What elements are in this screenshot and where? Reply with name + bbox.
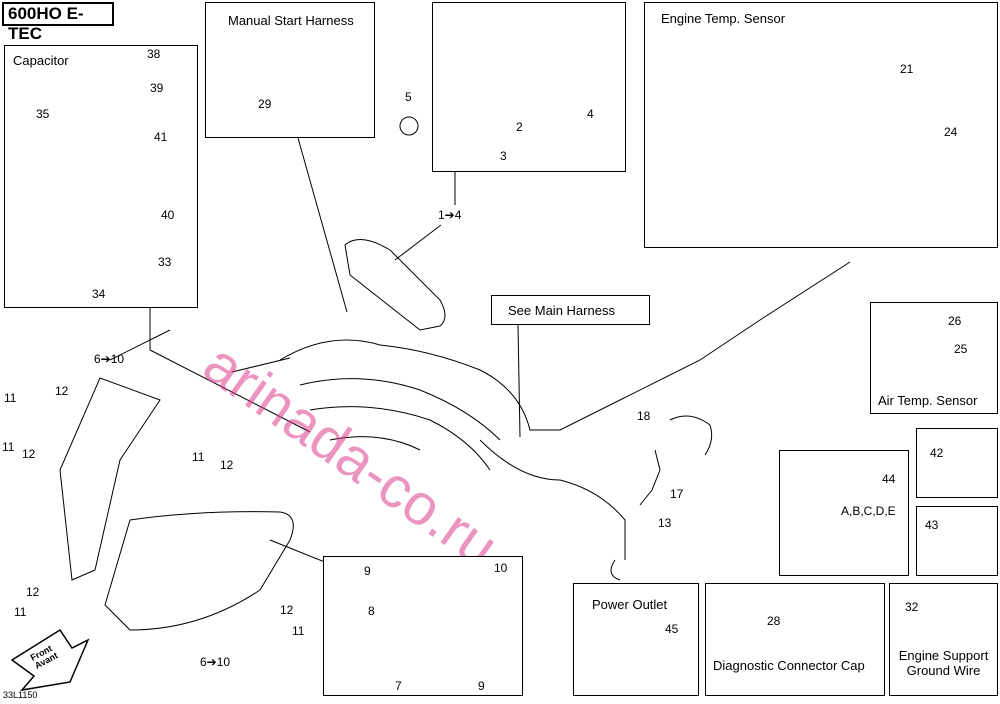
callout-26: 26 — [948, 314, 962, 328]
grease-box — [779, 450, 909, 576]
callout-6-10-top: 6➔10 — [94, 352, 125, 366]
air-temp-box: Air Temp. Sensor — [870, 302, 998, 414]
air-temp-label: Air Temp. Sensor — [878, 393, 978, 408]
callout-12-a: 12 — [55, 384, 69, 398]
callout-11-a: 11 — [4, 391, 17, 405]
callout-32: 32 — [905, 600, 919, 614]
callout-41: 41 — [154, 130, 168, 144]
callout-44: 44 — [882, 472, 896, 486]
ground-wire-box: Engine Support Ground Wire — [889, 583, 998, 696]
callout-38: 38 — [147, 47, 161, 61]
callout-45: 45 — [665, 622, 679, 636]
gauge-parts-box — [432, 2, 626, 172]
callout-3: 3 — [500, 149, 507, 163]
engine-temp-label: Engine Temp. Sensor — [661, 11, 786, 26]
callout-5: 5 — [405, 90, 412, 104]
page-title: 600HO E-TEC — [2, 2, 114, 43]
callout-39: 39 — [150, 81, 164, 95]
callout-25: 25 — [954, 342, 968, 356]
capacitor-label: Capacitor — [13, 53, 69, 68]
callout-40: 40 — [161, 208, 175, 222]
callout-17: 17 — [670, 487, 684, 501]
callout-2: 2 — [516, 120, 523, 134]
callout-13: 13 — [658, 516, 672, 530]
callout-33: 33 — [158, 255, 172, 269]
callout-7: 7 — [395, 679, 402, 693]
callout-34: 34 — [92, 287, 106, 301]
callout-11-e: 11 — [292, 624, 305, 638]
callout-21: 21 — [900, 62, 914, 76]
callout-4: 4 — [587, 107, 594, 121]
callout-11-d: 11 — [14, 605, 27, 619]
reference-code: 33L1150 — [3, 690, 38, 700]
callout-18: 18 — [637, 409, 651, 423]
callout-11-b: 11 — [2, 440, 15, 454]
callout-12-e: 12 — [280, 603, 294, 617]
callout-29: 29 — [258, 97, 272, 111]
manual-start-label: Manual Start Harness — [228, 13, 354, 28]
callout-35: 35 — [36, 107, 50, 121]
front-arrow-icon — [10, 628, 90, 692]
callout-12-d: 12 — [26, 585, 40, 599]
diag-cap-box: Diagnostic Connector Cap — [705, 583, 885, 696]
headlight-bulb-box — [323, 556, 523, 696]
clip-43-box — [916, 506, 998, 576]
callout-9-b: 9 — [478, 679, 485, 693]
callout-8: 8 — [368, 604, 375, 618]
callout-43: 43 — [925, 518, 939, 532]
callout-24: 24 — [944, 125, 958, 139]
clip-42-box — [916, 428, 998, 498]
callout-9-a: 9 — [364, 564, 371, 578]
callout-10: 10 — [494, 561, 508, 575]
callout-abcde: A,B,C,D,E — [841, 504, 896, 518]
main-harness-box: See Main Harness — [491, 295, 650, 325]
ground-wire-label: Engine Support Ground Wire — [898, 648, 989, 678]
callout-42: 42 — [930, 446, 944, 460]
main-harness-label: See Main Harness — [508, 303, 615, 318]
manual-start-box: Manual Start Harness — [205, 2, 375, 138]
power-outlet-label: Power Outlet — [592, 597, 668, 612]
capacitor-box: Capacitor — [4, 45, 198, 308]
callout-12-b: 12 — [22, 447, 36, 461]
power-outlet-box: Power Outlet — [573, 583, 699, 696]
callout-6-10-bottom: 6➔10 — [200, 655, 231, 669]
callout-28: 28 — [767, 614, 781, 628]
callout-11-c: 11 — [192, 450, 205, 464]
callout-1-4: 1➔4 — [438, 208, 462, 222]
diag-cap-label: Diagnostic Connector Cap — [713, 658, 865, 673]
callout-12-c: 12 — [220, 458, 234, 472]
engine-temp-box: Engine Temp. Sensor — [644, 2, 998, 248]
